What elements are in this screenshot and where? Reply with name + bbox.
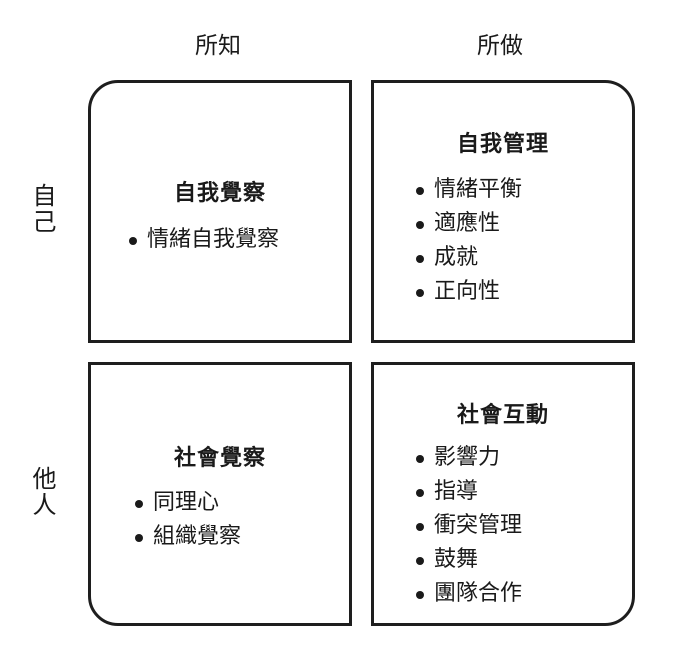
list-item: 適應性 [416,207,522,241]
quadrant-title: 社會覺察 [173,446,266,471]
row-header-others: 他人 [28,466,56,518]
list-item: 情緒自我覺察 [129,223,279,257]
list-item: 衝突管理 [416,509,522,543]
list-item: 情緒平衡 [416,173,522,207]
list-item: 鼓舞 [416,543,522,577]
quadrant-list: 情緒自我覺察 [129,223,279,257]
quadrant-title: 自我覺察 [173,181,266,206]
list-item: 成就 [416,241,522,275]
column-header-do: 所做 [477,33,523,59]
quadrant-social-awareness: 社會覺察 同理心 組織覺察 [88,362,352,626]
quadrant-self-management: 自我管理 情緒平衡 適應性 成就 正向性 [371,80,635,343]
list-item: 影響力 [416,441,522,475]
list-item: 團隊合作 [416,577,522,611]
list-item: 同理心 [135,486,241,520]
quadrant-list: 影響力 指導 衝突管理 鼓舞 團隊合作 [416,441,522,611]
quadrant-title: 自我管理 [456,132,549,157]
quadrant-self-awareness: 自我覺察 情緒自我覺察 [88,80,352,343]
list-item: 組織覺察 [135,520,241,554]
quadrant-list: 情緒平衡 適應性 成就 正向性 [416,173,522,309]
quadrant-list: 同理心 組織覺察 [135,486,241,554]
quadrant-social-interaction: 社會互動 影響力 指導 衝突管理 鼓舞 團隊合作 [371,362,635,626]
row-header-self: 自己 [28,183,56,235]
list-item: 指導 [416,475,522,509]
column-header-know: 所知 [195,33,241,59]
quadrant-title: 社會互動 [456,403,549,428]
list-item: 正向性 [416,275,522,309]
